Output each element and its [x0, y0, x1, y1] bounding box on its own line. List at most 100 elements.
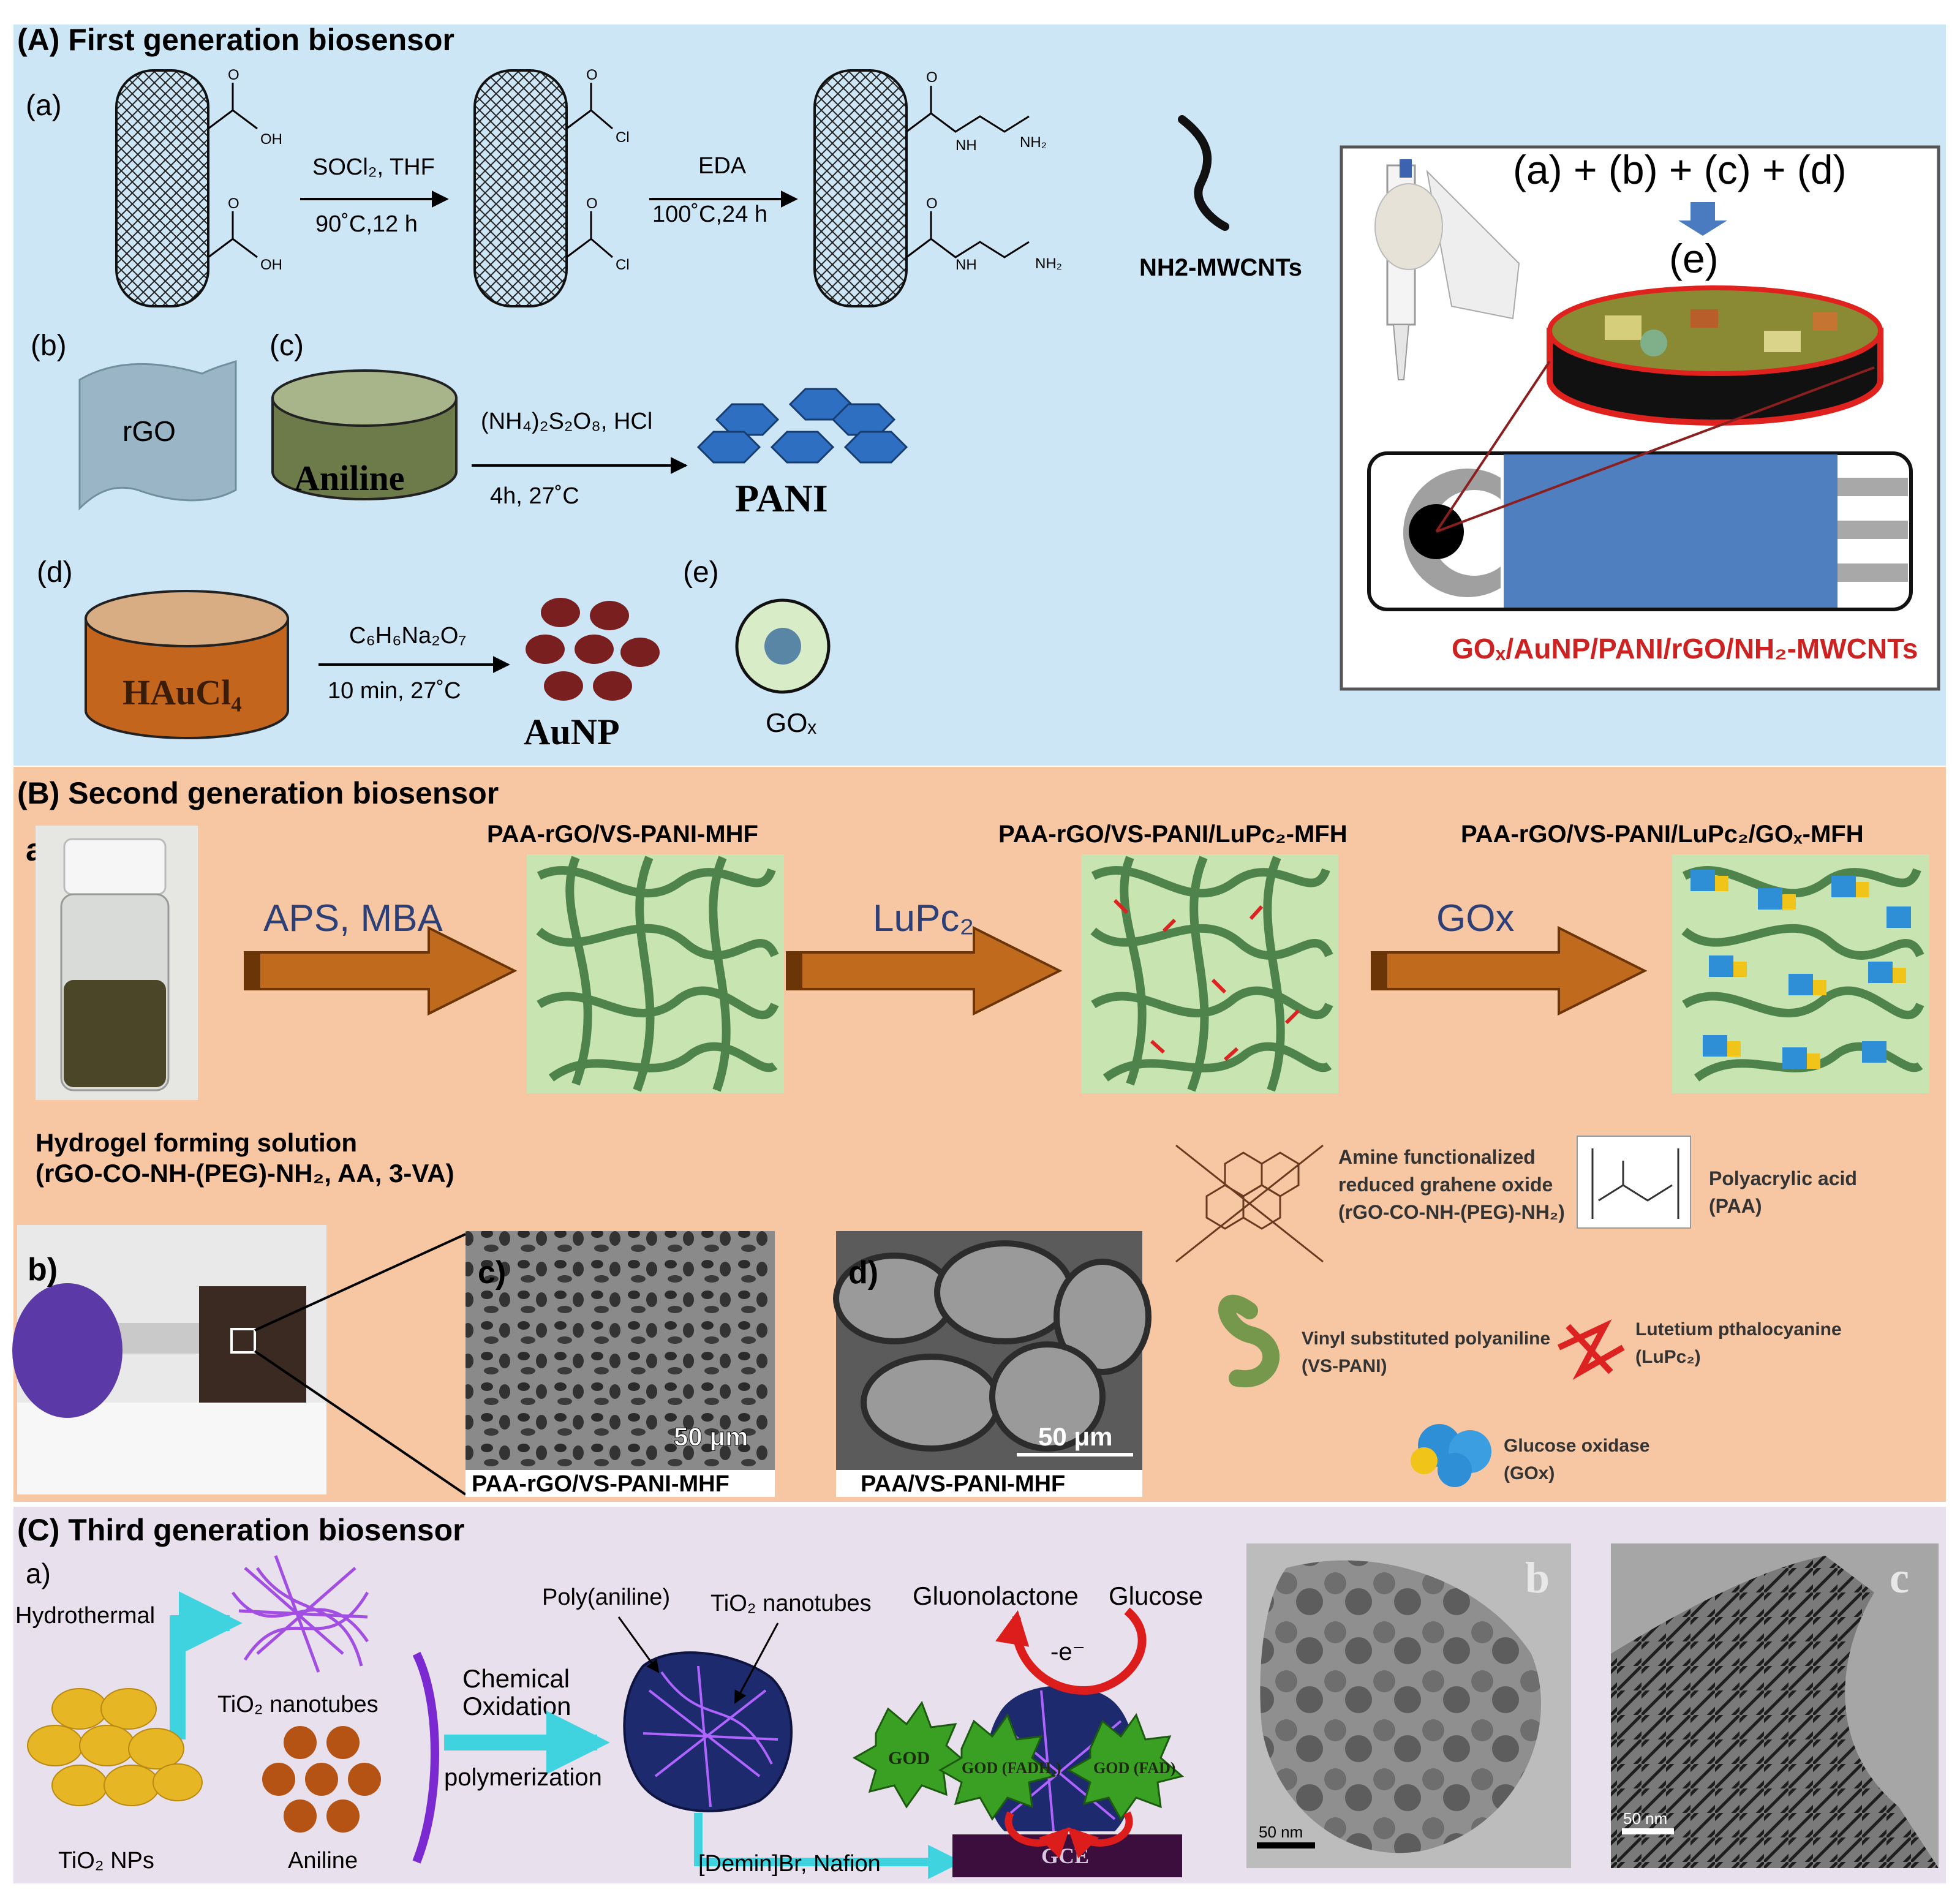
reference-electrode — [1403, 469, 1501, 598]
legend-vspani-line2: (VS-PANI) — [1302, 1356, 1387, 1376]
tem-c-scale-bar — [1622, 1828, 1674, 1834]
oxygen-label: O — [926, 195, 938, 212]
god-fadh2-enzyme — [938, 1713, 1056, 1821]
panel-c-label-a: a) — [26, 1558, 51, 1589]
nh-label: NH — [956, 137, 977, 154]
aniline-cylinder — [271, 397, 458, 500]
oxygen-label: O — [926, 69, 938, 86]
panel-a: (A) First generation biosensor (a) O OH … — [13, 23, 1946, 766]
gel1-label: PAA-rGO/VS-PANI-MHF — [487, 821, 758, 848]
au-reagent: C₆H₆Na₂O₇ — [349, 623, 466, 649]
mwcnt-acyl-chloride — [473, 69, 568, 307]
step1-reagent: SOCl₂, THF — [312, 154, 435, 180]
step2-condition: 100˚C,24 h — [652, 202, 767, 227]
tio2-nps-label: TiO₂ NPs — [58, 1848, 154, 1874]
aniline-label-c: Aniline — [288, 1848, 358, 1874]
zoom-line — [254, 1350, 467, 1496]
haucl4-label: HAuCl₄ — [123, 673, 242, 712]
god-fad-label: GOD (FAD) — [1093, 1759, 1176, 1777]
hydrogel-cube-3 — [1672, 854, 1929, 1093]
panel-a-label-e: (e) — [683, 556, 719, 589]
tio2-nanotubes2-label: TiO₂ nanotubes — [710, 1591, 872, 1616]
sem-d-caption: PAA/VS-PANI-MHF — [861, 1471, 1065, 1497]
polymerization-label: polymerization — [444, 1764, 602, 1791]
zoom-line — [1436, 366, 1875, 533]
nh-label: NH — [956, 257, 977, 273]
hydrothermal-label: Hydrothermal — [15, 1603, 155, 1629]
aunp-particles — [526, 598, 660, 701]
tem-b-scale-bar — [1257, 1842, 1315, 1848]
tem-c-nanotubes — [1611, 1556, 1939, 1868]
legend-lupc-line2: (LuPc₂) — [1635, 1347, 1701, 1367]
legend-paa-icon — [1577, 1136, 1691, 1229]
god-fad-enzyme — [1066, 1713, 1185, 1821]
chem-ox-line1: Chemical — [462, 1664, 570, 1693]
pani-reagent: (NH₄)₂S₂O₈, HCl — [481, 409, 652, 434]
arrow3-label: GOx — [1436, 897, 1514, 940]
mwcnt-carboxyl — [115, 69, 209, 307]
tem-b-particle — [1260, 1560, 1542, 1853]
electrode-composition-label: GOₓ/AuNP/PANI/rGO/NH₂-MWCNTs — [1452, 633, 1918, 665]
electron-label: -e⁻ — [1050, 1638, 1085, 1665]
sem-image-c — [466, 1231, 775, 1494]
panel-b-title: (B) Second generation biosensor — [17, 776, 499, 810]
legend-rgo-line2: reduced grahene oxide — [1338, 1174, 1553, 1196]
chem-ox-line2: Oxidation — [462, 1692, 571, 1720]
arrow-aps-mba — [244, 925, 518, 1016]
chloride-label: Cl — [616, 129, 630, 146]
arrow2-label: LuPc₂ — [873, 897, 974, 940]
au-condition: 10 min, 27˚C — [328, 678, 461, 704]
rgo-label: rGO — [123, 415, 176, 447]
legend-gox-line1: Glucose oxidase — [1504, 1436, 1649, 1456]
tem-c-scale: 50 nm — [1623, 1809, 1667, 1828]
combination-label: (a) + (b) + (c) + (d) — [1513, 147, 1847, 192]
pani-tio2-composite — [623, 1651, 793, 1812]
modification-arrow — [694, 1813, 963, 1879]
hydrogel-sample — [199, 1286, 306, 1403]
legend-rgo-line3: (rGO-CO-NH-(PEG)-NH₂) — [1338, 1201, 1565, 1223]
panel-a-title: (A) First generation biosensor — [17, 23, 454, 57]
legend-rgo-icon — [1175, 1144, 1324, 1263]
panel-b: (B) Second generation biosensor a) PAA-r… — [12, 767, 1946, 1502]
tio2-nanotubes — [231, 1555, 369, 1673]
demin-label: [Demin]Br, Nafion — [698, 1851, 881, 1877]
panel-a-label-c: (c) — [270, 330, 304, 362]
pani-condition: 4h, 27˚C — [490, 483, 579, 509]
step1-condition: 90˚C,12 h — [315, 211, 418, 237]
panel-b-label-d: d) — [848, 1255, 878, 1291]
nh2-mwcnts-label: NH2-MWCNTs — [1139, 254, 1302, 281]
panel-a-label-a: (a) — [26, 89, 62, 122]
haucl4-cylinder — [85, 617, 289, 739]
hydrogel-cube-2 — [1081, 854, 1338, 1093]
legend-gox-line2: (GOx) — [1504, 1463, 1555, 1483]
panel-b-label-c: c) — [478, 1255, 506, 1291]
rgo-sheet — [78, 360, 237, 511]
hydrogel-cube-1 — [527, 854, 784, 1093]
oxygen-label: O — [228, 195, 239, 212]
combination-result-label: (e) — [1669, 236, 1719, 281]
sem-c-scale: 50 μm — [674, 1422, 748, 1451]
tem-b-scale: 50 nm — [1259, 1823, 1303, 1841]
gox-label: GOₓ — [766, 708, 816, 738]
tem-c-label: c — [1890, 1553, 1909, 1602]
oxygen-label: O — [228, 67, 239, 83]
electron-transfer-arrow — [1005, 1811, 1070, 1859]
sem-c-caption: PAA-rGO/VS-PANI-MHF — [472, 1471, 729, 1497]
legend-lupc-icon — [1557, 1319, 1625, 1380]
vial-cap — [63, 838, 167, 895]
electrode-contacts — [1838, 478, 1908, 582]
hydroxyl-label: OH — [260, 257, 282, 273]
chloride-label: Cl — [616, 257, 630, 273]
legend-paa-line2: (PAA) — [1709, 1195, 1762, 1217]
step2-reagent: EDA — [698, 153, 747, 179]
solution-label-line2: (rGO-CO-NH-(PEG)-NH₂, AA, 3-VA) — [36, 1159, 454, 1188]
god-label: GOD — [888, 1748, 930, 1768]
oxygen-label: O — [586, 67, 598, 83]
gluconolactone-label: Gluonolactone — [913, 1581, 1079, 1610]
god-fadh2-label: GOD (FADH₂) — [962, 1759, 1061, 1777]
panel-c-title: (C) Third generation biosensor — [17, 1513, 465, 1547]
panel-b-label-b: b) — [28, 1252, 58, 1287]
gloved-hand — [12, 1283, 123, 1418]
tio2-nanotubes-label: TiO₂ nanotubes — [217, 1692, 379, 1717]
